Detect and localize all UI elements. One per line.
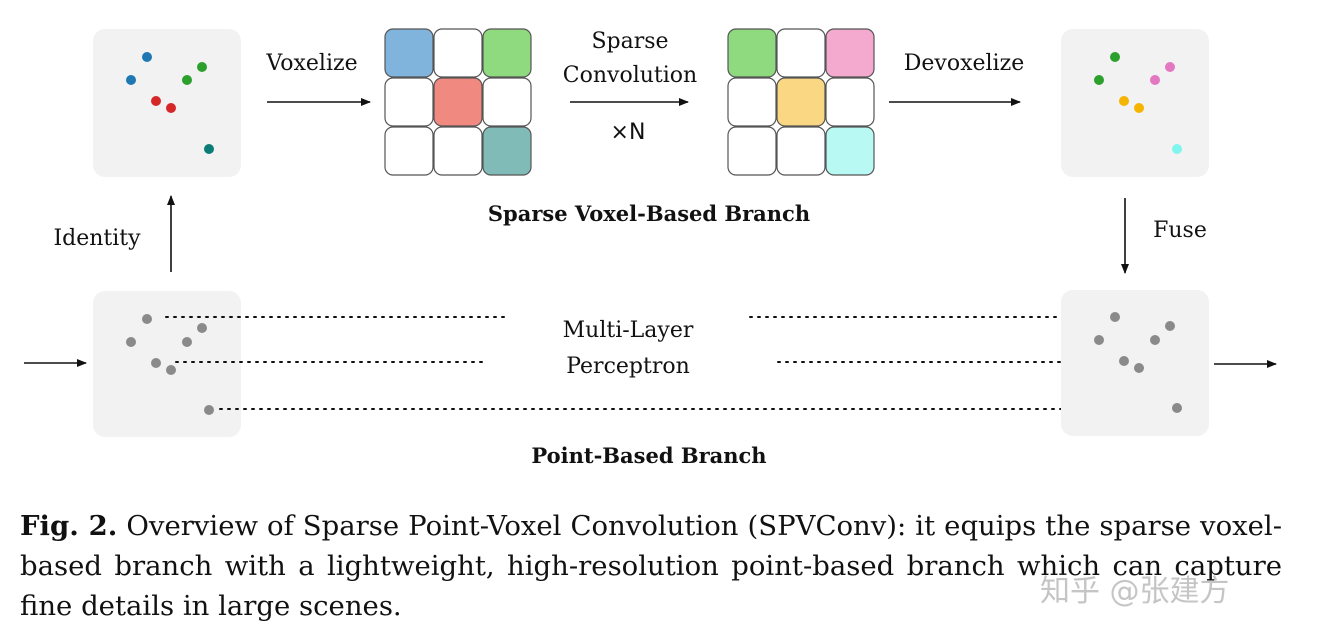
- point-gray: [1165, 321, 1175, 331]
- sparse-conv-label-line1: Sparse: [591, 29, 668, 54]
- mlp-label-line2: Perceptron: [566, 354, 690, 379]
- point-blue: [142, 52, 152, 62]
- fuse-label: Fuse: [1153, 218, 1207, 243]
- voxel-cell-pink: [825, 28, 875, 78]
- point-gray: [1110, 312, 1120, 322]
- voxel-cell-empty: [384, 126, 434, 176]
- output-voxel-grid: [727, 28, 875, 176]
- voxel-cell-empty: [433, 126, 483, 176]
- point-green: [1094, 75, 1104, 85]
- input-voxel-grid: [384, 28, 532, 176]
- mlp-label-line1: Multi-Layer: [563, 318, 694, 343]
- devoxelize-label: Devoxelize: [904, 51, 1024, 76]
- identity-label: Identity: [53, 226, 141, 251]
- point-branch-input-panel: [93, 291, 241, 437]
- point-cyan: [1172, 144, 1182, 154]
- figure-caption: Fig. 2. Overview of Sparse Point-Voxel C…: [20, 506, 1282, 626]
- caption-text: Overview of Sparse Point-Voxel Convoluti…: [20, 510, 1282, 622]
- point-gray: [166, 365, 176, 375]
- voxel-cell-empty: [384, 77, 434, 127]
- point-blue: [126, 75, 136, 85]
- point-gray: [1172, 403, 1182, 413]
- input-point-cloud-panel: [93, 29, 241, 177]
- times-n-label: ×N: [611, 120, 646, 145]
- point-orange: [1134, 103, 1144, 113]
- point-gray: [126, 337, 136, 347]
- voxel-cell-empty: [776, 126, 826, 176]
- point-gray: [1094, 335, 1104, 345]
- point-green: [197, 62, 207, 72]
- devoxelized-point-panel: [1061, 29, 1209, 177]
- point-gray: [1150, 335, 1160, 345]
- point-teal: [204, 144, 214, 154]
- voxel-cell-empty: [482, 77, 532, 127]
- point-gray: [151, 358, 161, 368]
- point-red: [151, 96, 161, 106]
- point-gray: [182, 337, 192, 347]
- watermark: 知乎 @张建方: [1040, 574, 1230, 609]
- voxel-cell-teal: [482, 126, 532, 176]
- voxel-cell-green: [727, 28, 777, 78]
- voxel-cell-empty: [727, 126, 777, 176]
- voxelize-label: Voxelize: [265, 51, 357, 76]
- point-gray: [204, 405, 214, 415]
- voxel-cell-empty: [825, 77, 875, 127]
- point-red: [166, 103, 176, 113]
- point-gray: [1119, 356, 1129, 366]
- voxel-cell-green: [482, 28, 532, 78]
- voxel-cell-empty: [433, 28, 483, 78]
- point-pink: [1150, 75, 1160, 85]
- voxel-branch-title: Sparse Voxel-Based Branch: [488, 201, 810, 226]
- point-gray: [197, 323, 207, 333]
- point-branch-output-panel: [1061, 290, 1209, 436]
- voxel-cell-blue: [384, 28, 434, 78]
- voxel-cell-red: [433, 77, 483, 127]
- point-branch-title: Point-Based Branch: [531, 443, 766, 468]
- voxel-cell-empty: [727, 77, 777, 127]
- sparse-conv-label-line2: Convolution: [563, 63, 697, 88]
- figure-label: Fig. 2.: [20, 510, 118, 542]
- voxel-cell-yellow: [776, 77, 826, 127]
- point-pink: [1165, 62, 1175, 72]
- point-gray: [1134, 363, 1144, 373]
- point-gray: [142, 314, 152, 324]
- point-green: [182, 75, 192, 85]
- mlp-dotted-lines: [165, 313, 1165, 413]
- voxel-cell-cyan: [825, 126, 875, 176]
- voxel-cell-empty: [776, 28, 826, 78]
- point-green: [1110, 52, 1120, 62]
- point-orange: [1119, 96, 1129, 106]
